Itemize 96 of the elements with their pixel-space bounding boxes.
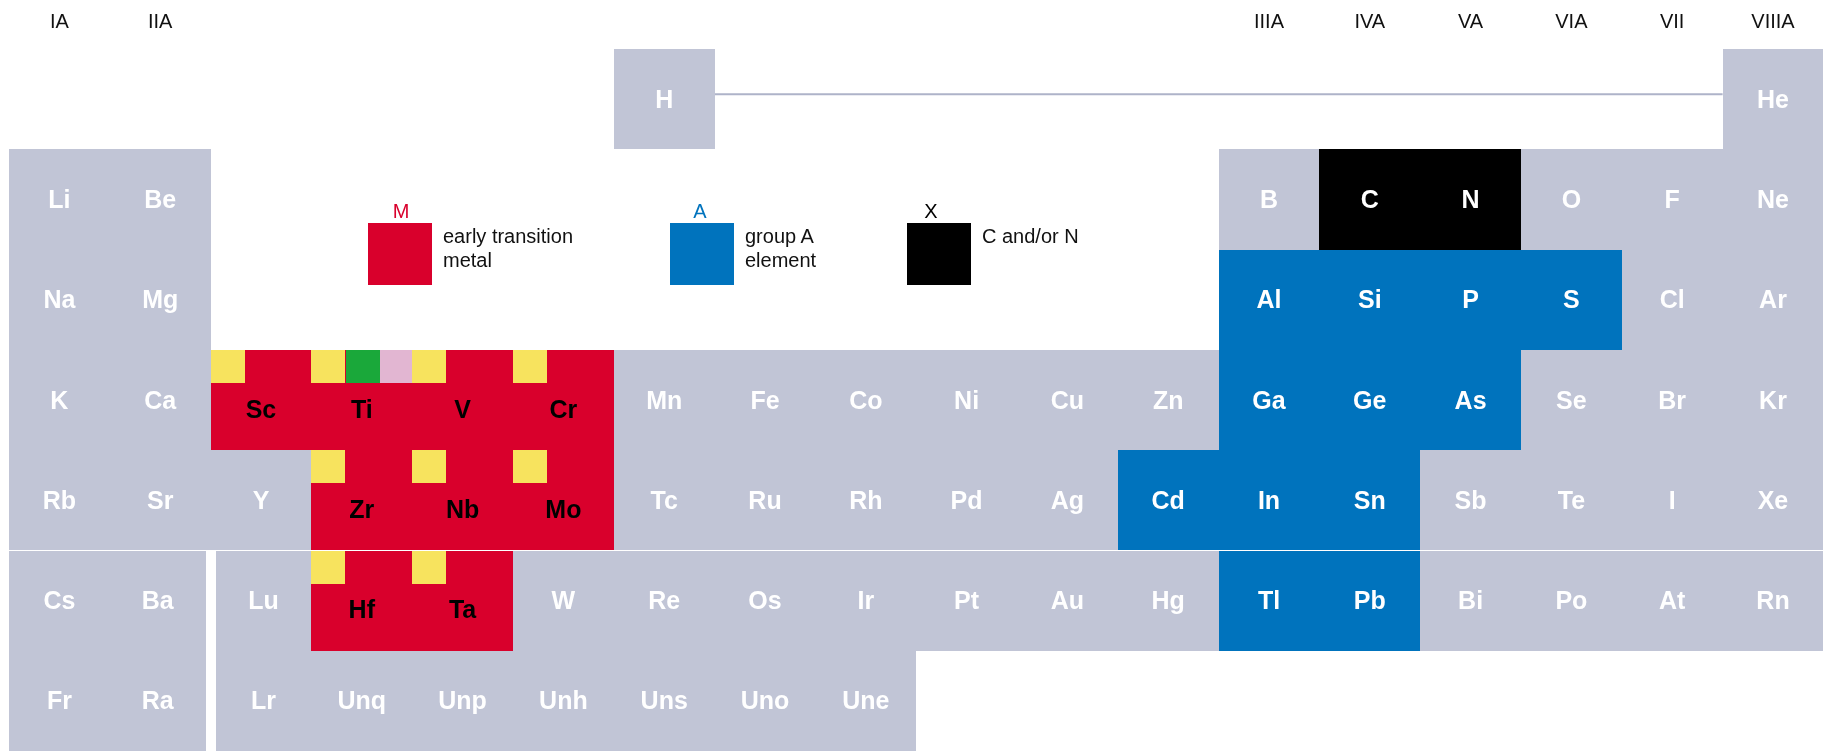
group-label: VIIIA	[1750, 10, 1796, 33]
element-cell: K	[9, 349, 110, 451]
element-cell: As	[1420, 349, 1521, 451]
element-cell: W	[513, 550, 614, 651]
element-cell: Ca	[109, 349, 211, 451]
element-cell: Unq	[311, 650, 413, 751]
element-cell: Ra	[109, 650, 206, 751]
element-cell: Rb	[9, 450, 110, 551]
element-cell: Ar	[1722, 249, 1823, 350]
element-cell: Mn	[613, 349, 715, 451]
group-label: IA	[48, 10, 70, 33]
connector-line	[713, 93, 1724, 96]
group-label: IIIA	[1253, 10, 1285, 33]
element-cell: Unp	[412, 650, 513, 751]
element-cell: In	[1218, 450, 1320, 551]
element-cell: Ir	[815, 550, 917, 651]
element-cell: Te	[1521, 450, 1622, 551]
element-cell: Re	[613, 550, 715, 651]
element-cell: Cl	[1621, 249, 1723, 350]
legend-symbol: A	[692, 200, 708, 223]
legend-symbol: M	[391, 200, 411, 223]
element-cell: Ne	[1722, 149, 1823, 250]
element-cell: Bi	[1420, 550, 1521, 651]
element-cell: I	[1621, 450, 1723, 551]
element-cell: Cr	[513, 349, 614, 451]
group-label: IIA	[146, 10, 174, 33]
element-cell: Lr	[215, 650, 312, 751]
element-cell: Mo	[513, 450, 614, 551]
element-cell: Co	[815, 349, 917, 451]
element-cell: Cs	[9, 550, 110, 651]
element-cell: Be	[109, 149, 211, 250]
element-cell: Xe	[1722, 450, 1823, 551]
group-label: VII	[1658, 10, 1686, 33]
element-cell: Po	[1521, 550, 1622, 651]
element-cell: F	[1621, 149, 1723, 250]
element-cell: Br	[1621, 349, 1723, 451]
element-cell: Lu	[215, 550, 312, 651]
legend-label: group A element	[745, 224, 818, 272]
element-cell: B	[1218, 149, 1320, 250]
element-cell: S	[1521, 249, 1622, 350]
element-cell: Tc	[613, 450, 715, 551]
element-cell: V	[412, 349, 513, 451]
element-cell: N	[1420, 149, 1521, 250]
element-cell: Ag	[1017, 450, 1118, 551]
element-cell: Uns	[613, 650, 715, 751]
element-cell: Tl	[1218, 550, 1320, 651]
element-cell: C	[1319, 149, 1421, 250]
element-cell: Kr	[1722, 349, 1823, 451]
element-cell: At	[1621, 550, 1723, 651]
element-cell: Zr	[311, 450, 413, 551]
element-cell: Cu	[1017, 349, 1118, 451]
element-cell: Zn	[1117, 349, 1219, 451]
element-cell: Sb	[1420, 450, 1521, 551]
element-cell: Cd	[1117, 450, 1219, 551]
element-cell: O	[1521, 149, 1622, 250]
element-cell: He	[1722, 49, 1823, 150]
element-cell: Os	[714, 550, 816, 651]
element-cell: Ni	[916, 349, 1017, 451]
element-cell: Ta	[412, 550, 513, 651]
element-cell: Fe	[714, 349, 816, 451]
group-label: VA	[1457, 10, 1485, 33]
element-cell: Ge	[1319, 349, 1421, 451]
element-cell: Fr	[9, 650, 110, 751]
element-cell: Hg	[1117, 550, 1219, 651]
element-cell: H	[613, 49, 715, 150]
element-cell: Li	[9, 149, 110, 250]
element-cell: Une	[815, 650, 917, 751]
element-cell: Sn	[1319, 450, 1421, 551]
element-cell: Uno	[714, 650, 816, 751]
element-cell: Ti	[311, 349, 413, 451]
element-cell: P	[1420, 249, 1521, 350]
element-cell: Si	[1319, 249, 1421, 350]
group-label: VIA	[1554, 10, 1589, 33]
element-cell: Pt	[916, 550, 1017, 651]
element-cell: Unh	[513, 650, 614, 751]
legend-symbol: X	[923, 200, 939, 223]
element-cell: Sr	[109, 450, 211, 551]
element-cell: Sc	[210, 349, 312, 451]
group-label: IVA	[1353, 10, 1387, 33]
element-cell: Rh	[815, 450, 917, 551]
element-cell: Mg	[109, 249, 211, 350]
legend-label: early transition metal	[443, 224, 575, 272]
element-cell: Au	[1017, 550, 1118, 651]
element-cell: Hf	[311, 550, 413, 651]
element-cell: Ba	[109, 550, 206, 651]
element-cell: Nb	[412, 450, 513, 551]
element-cell: Rn	[1722, 550, 1823, 651]
element-cell: Pb	[1319, 550, 1421, 651]
element-cell: Ga	[1218, 349, 1320, 451]
element-cell: Y	[210, 450, 312, 551]
element-cell: Ru	[714, 450, 816, 551]
legend-label: C and/or N	[982, 224, 1080, 248]
element-cell: Pd	[916, 450, 1017, 551]
element-cell: Se	[1521, 349, 1622, 451]
element-cell: Al	[1218, 249, 1320, 350]
element-cell: Na	[9, 249, 110, 350]
